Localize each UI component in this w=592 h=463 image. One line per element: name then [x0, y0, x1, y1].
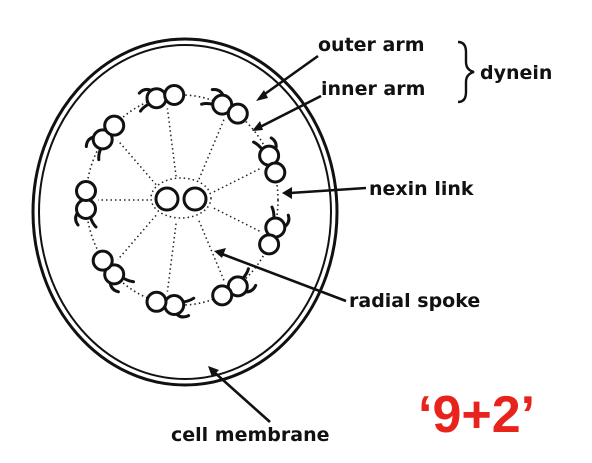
doublet-7: [91, 249, 135, 294]
inner-arm-arrowhead: [252, 121, 263, 131]
b-tubule-9: [103, 114, 126, 137]
b-tubule-8: [75, 180, 97, 202]
central-sheath: [150, 177, 212, 219]
label-outer-arm: outer arm: [318, 34, 425, 56]
nexin-link-leader: [289, 186, 367, 195]
label-nexin-link: nexin link: [369, 178, 474, 200]
doublet-6: [145, 290, 196, 319]
central-pair: [150, 177, 212, 219]
outer-arm-leader: [261, 54, 319, 98]
doublet-1: [137, 84, 186, 113]
cell-membrane-inner: [38, 44, 332, 380]
radial-spoke-2: [198, 119, 225, 180]
cell-membrane-outer: [31, 37, 339, 387]
radial-spoke-leader: [221, 252, 347, 303]
central-microtubule-left: [154, 186, 180, 212]
radial-spoke-arrowhead: [214, 248, 226, 258]
a-tubule-1: [145, 87, 168, 110]
radial-spoke-3: [213, 167, 262, 193]
central-microtubule-right: [182, 186, 208, 212]
dynein-brace: [457, 40, 475, 104]
a-tubule-6: [163, 294, 186, 316]
doublet-3: [252, 136, 287, 184]
outer-arm-arrowhead: [256, 90, 268, 101]
b-tubule-3: [264, 161, 287, 184]
label-dynein: dynein: [480, 62, 552, 84]
doublet-8: [74, 180, 98, 229]
a-tubule-7: [103, 263, 126, 286]
radial-spoke-7: [117, 214, 157, 261]
b-tubule-5: [211, 284, 234, 307]
b-tubule-2: [226, 102, 249, 125]
b-tubule-6: [145, 290, 168, 313]
radial-spoke-6: [166, 223, 177, 292]
doublet-2: [200, 88, 249, 125]
leader-lines: [208, 54, 367, 423]
doublet-5: [211, 267, 258, 307]
radial-spoke-5: [198, 220, 225, 281]
nexin-link-arrowhead: [282, 187, 292, 199]
a-tubule-9: [91, 128, 114, 151]
radial-spoke-4: [213, 207, 262, 233]
radial-spokes: [98, 108, 262, 292]
radial-spoke-9: [117, 139, 157, 186]
cell-membrane-arrowhead: [208, 366, 219, 377]
b-tubule-7: [91, 249, 114, 272]
inner-arm-leader: [257, 94, 322, 130]
radial-spoke-1: [166, 108, 177, 177]
doublet-4: [258, 205, 291, 256]
microtubule-doublets: [74, 84, 291, 319]
label-inner-arm: inner arm: [321, 78, 425, 100]
label-cell-membrane: cell membrane: [171, 424, 329, 446]
formula-9-plus-2: ‘9+2’: [418, 386, 535, 444]
cell-membrane-leader: [213, 371, 271, 423]
doublet-9: [84, 114, 126, 162]
b-tubule-1: [163, 84, 186, 106]
b-tubule-4: [258, 233, 281, 256]
a-tubule-8: [75, 198, 97, 220]
label-radial-spoke: radial spoke: [349, 290, 480, 312]
